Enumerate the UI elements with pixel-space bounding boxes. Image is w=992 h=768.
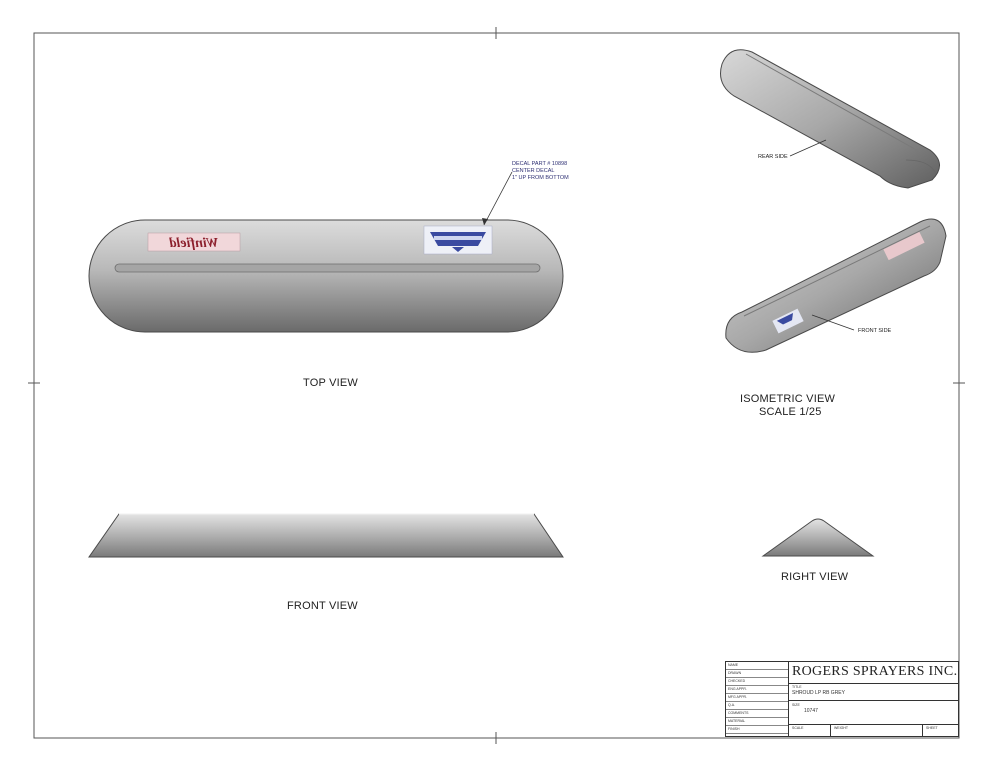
drawing-title: SHROUD LP RB GREY <box>792 690 845 696</box>
front-view-shroud <box>88 513 564 558</box>
tb-weight-label: WEIGHT <box>834 726 848 730</box>
tb-rule <box>788 724 958 725</box>
tb-cell-qa: Q.A. <box>726 702 788 710</box>
size-label: SIZE <box>792 703 800 707</box>
front-side-leader <box>811 314 855 331</box>
tb-sheet-label: SHEET <box>926 726 938 730</box>
rear-side-callout: REAR SIDE <box>758 154 788 160</box>
top-view-shroud: Winfield <box>88 219 564 333</box>
decal-note: DECAL PART # 10898 CENTER DECAL 1" UP FR… <box>512 161 569 182</box>
tb-cell-checked: CHECKED <box>726 678 788 686</box>
tb-vrule <box>830 724 831 736</box>
iso-front-shroud <box>725 218 947 353</box>
drawing-number: 10747 <box>804 708 818 714</box>
tb-rule <box>788 683 958 684</box>
tb-cell-eng-appr: ENG APPR. <box>726 686 788 694</box>
tb-rule <box>788 700 958 701</box>
title-block: NAME DRAWN CHECKED ENG APPR. MFG APPR. Q… <box>725 661 959 737</box>
tb-vrule <box>922 724 923 736</box>
front-side-callout: FRONT SIDE <box>858 328 892 334</box>
company-name: ROGERS SPRAYERS INC. <box>792 664 958 679</box>
top-view-ridge <box>114 263 541 273</box>
tb-cell-comments: COMMENTS <box>726 710 788 718</box>
right-view-label: RIGHT VIEW <box>781 571 849 583</box>
title-label: TITLE <box>792 685 802 689</box>
decal-note-line3: 1" UP FROM BOTTOM <box>512 175 569 181</box>
isometric-view-label: ISOMETRIC VIEW <box>740 393 836 405</box>
tb-scale-label: SCALE <box>792 726 804 730</box>
rear-side-leader <box>789 139 827 157</box>
decal-leader <box>483 171 513 226</box>
top-view-label: TOP VIEW <box>303 377 358 389</box>
tb-cell-name: NAME <box>726 662 788 670</box>
isometric-scale-label: SCALE 1/25 <box>759 406 822 418</box>
tb-cell-mfg-appr: MFG APPR. <box>726 694 788 702</box>
right-view-shroud <box>761 518 875 557</box>
title-block-left-column: NAME DRAWN CHECKED ENG APPR. MFG APPR. Q… <box>726 662 789 736</box>
front-view-label: FRONT VIEW <box>287 600 358 612</box>
logo-decal <box>147 232 241 252</box>
svg-text:Winfield: Winfield <box>168 236 218 251</box>
iso-rear-shroud <box>720 49 940 189</box>
tb-cell-drawn: DRAWN <box>726 670 788 678</box>
decal-note-line2: CENTER DECAL <box>512 168 555 174</box>
tb-cell-finish: FINISH <box>726 726 788 734</box>
tb-cell-material: MATERIAL <box>726 718 788 726</box>
decal-note-line1: DECAL PART # 10898 <box>512 161 568 167</box>
